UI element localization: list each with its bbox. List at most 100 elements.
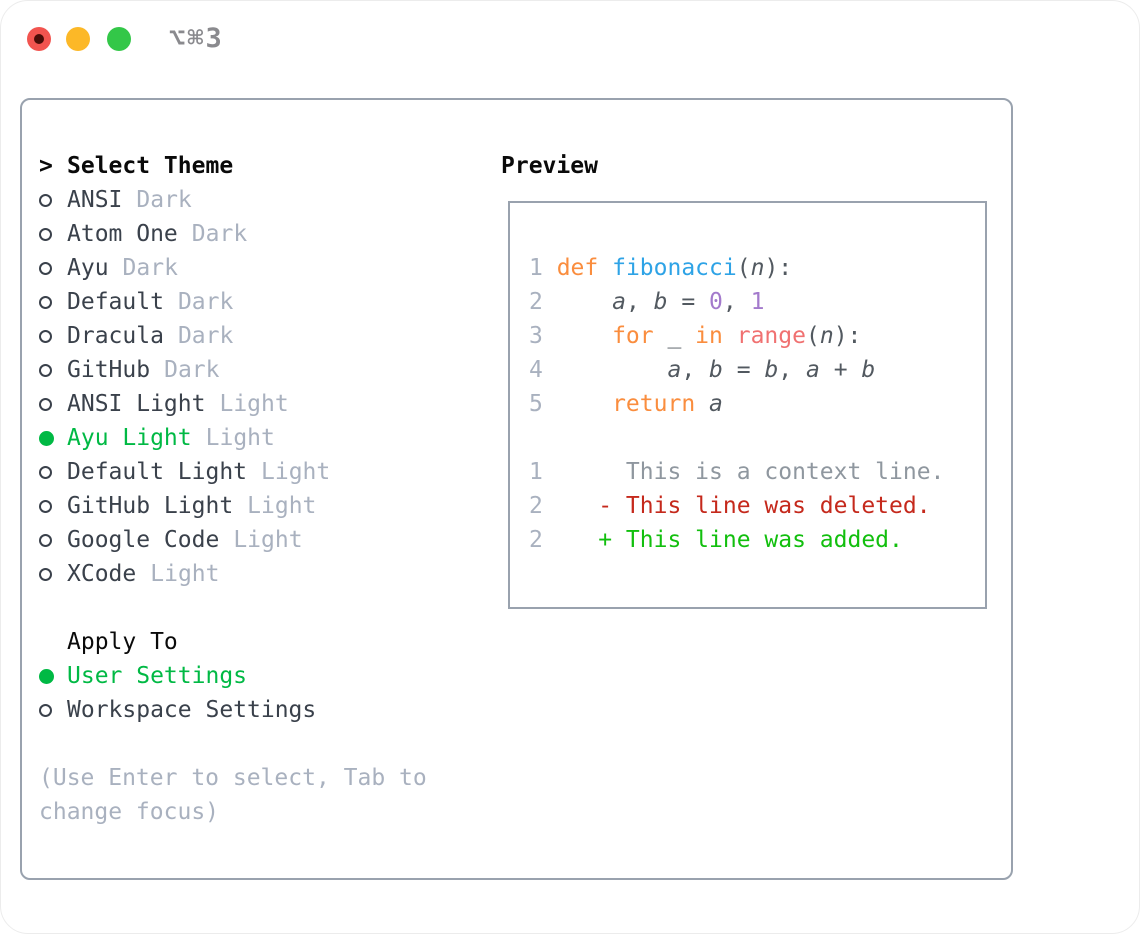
code-token: a <box>709 391 723 417</box>
option-label: Google Code <box>67 527 220 553</box>
radio-icon <box>39 397 67 411</box>
code-line: 2 a, b = 0, 1 <box>529 285 985 319</box>
code-token: def <box>556 255 599 281</box>
code-token: = <box>667 289 710 315</box>
code-token: b <box>709 357 723 383</box>
code-line <box>529 421 985 455</box>
zoom-button[interactable] <box>107 27 131 51</box>
radio-selected-icon <box>39 668 67 684</box>
option-variant: Dark <box>136 187 192 213</box>
code-token: 1 <box>750 289 765 315</box>
code-token <box>557 391 612 417</box>
close-button[interactable] <box>27 27 51 51</box>
diff-text: + This line was added. <box>556 527 903 553</box>
code-token: 0 <box>709 289 723 315</box>
apply-option-user-settings[interactable]: User Settings <box>39 659 441 693</box>
code-token: range <box>736 323 806 349</box>
option-variant: Dark <box>122 255 178 281</box>
code-token: , <box>778 357 806 383</box>
option-variant: Light <box>150 561 220 587</box>
option-label: Default <box>67 289 164 315</box>
radio-circle <box>39 465 52 479</box>
radio-icon <box>39 533 67 547</box>
option-label: Workspace Settings <box>67 697 317 723</box>
option-variant: Light <box>247 493 317 519</box>
radio-circle <box>39 533 52 547</box>
code-token <box>557 289 612 315</box>
theme-option-github-light[interactable]: GitHub Light Light <box>39 489 441 523</box>
line-number: 2 <box>529 289 543 315</box>
theme-option-ansi-light[interactable]: ANSI Light Light <box>39 387 441 421</box>
code-token: for <box>612 323 654 349</box>
radio-selected-icon <box>39 430 67 446</box>
option-label: ANSI Light <box>67 391 206 417</box>
radio-icon <box>39 329 67 343</box>
option-label: GitHub <box>67 357 151 383</box>
line-number: 5 <box>529 391 543 417</box>
code-token: ( <box>805 323 820 349</box>
theme-option-atom-one[interactable]: Atom One Dark <box>39 217 441 251</box>
select-theme-header: >Select Theme <box>39 149 441 183</box>
radio-circle <box>39 363 52 377</box>
theme-option-default[interactable]: Default Dark <box>39 285 441 319</box>
radio-icon <box>39 227 67 241</box>
option-label: Ayu Light <box>67 425 192 451</box>
diff-text: This is a context line. <box>556 459 945 485</box>
code-line: 4 a, b = b, a + b <box>529 353 985 387</box>
line-number: 2 <box>529 527 543 553</box>
line-number: 4 <box>529 357 543 383</box>
window-title: ⌥⌘3 <box>169 23 224 54</box>
option-label: Default Light <box>67 459 248 485</box>
diff-line-added: 2 + This line was added. <box>529 523 985 557</box>
option-label: Dracula <box>67 323 164 349</box>
code-token: _ <box>653 323 696 349</box>
code-token <box>695 391 709 417</box>
theme-option-ayu[interactable]: Ayu Dark <box>39 251 441 285</box>
radio-circle <box>39 703 52 717</box>
option-label: Ayu <box>67 255 109 281</box>
option-label: Atom One <box>67 221 178 247</box>
option-variant: Light <box>261 459 331 485</box>
line-number: 3 <box>529 323 543 349</box>
code-token <box>598 255 612 281</box>
code-token: ): <box>764 255 793 281</box>
spacer <box>39 727 441 761</box>
preview-title: Preview <box>501 153 598 179</box>
code-token: , <box>625 289 654 315</box>
diff-text: - This line was deleted. <box>556 493 931 519</box>
code-token: = <box>722 357 765 383</box>
radio-icon <box>39 465 67 479</box>
diff-line-deleted: 2 - This line was deleted. <box>529 489 985 523</box>
theme-option-default-light[interactable]: Default Light Light <box>39 455 441 489</box>
apply-to-header: Apply To <box>39 625 441 659</box>
code-token: n <box>750 255 765 281</box>
minimize-button[interactable] <box>66 27 90 51</box>
radio-circle <box>39 227 52 241</box>
code-token: a <box>806 357 820 383</box>
code-token: return <box>612 391 696 417</box>
radio-circle <box>39 430 54 446</box>
option-variant: Light <box>219 391 289 417</box>
code-token: b <box>764 357 779 383</box>
code-line: 5 return a <box>529 387 985 421</box>
apply-option-workspace-settings[interactable]: Workspace Settings <box>39 693 441 727</box>
code-token: b <box>861 357 876 383</box>
option-label: GitHub Light <box>67 493 234 519</box>
diff-line-context: 1 This is a context line. <box>529 455 985 489</box>
code-token: , <box>722 289 751 315</box>
option-variant: Dark <box>177 289 234 315</box>
code-token: in <box>695 323 723 349</box>
option-variant: Dark <box>191 221 248 247</box>
radio-icon <box>39 261 67 275</box>
